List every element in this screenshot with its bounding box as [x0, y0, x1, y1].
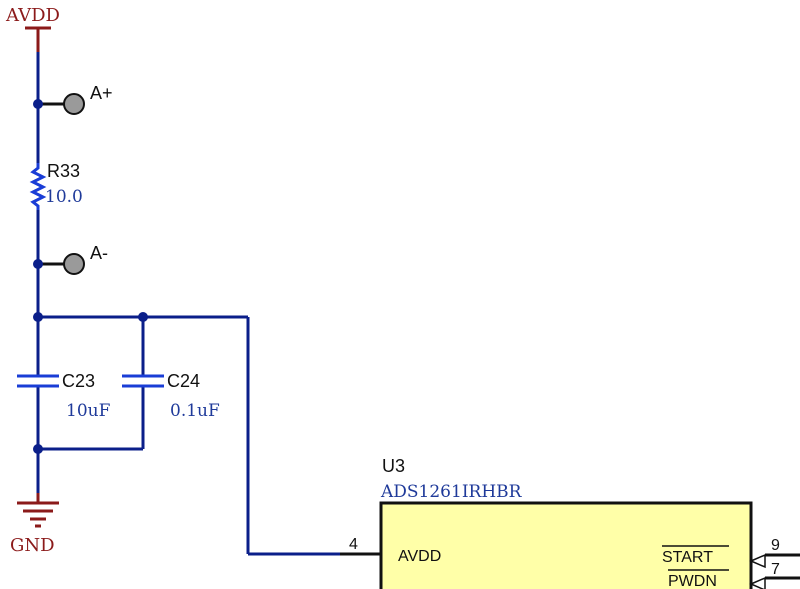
pin-number: 9: [771, 537, 780, 554]
resistor-r33[interactable]: R33 10.0: [29, 161, 83, 210]
chip-u3[interactable]: U3 ADS1261IRHBR 4 AVDD 9 START 7 PWDN: [340, 456, 800, 589]
capacitor-c23-ref: C23: [62, 371, 95, 391]
chip-ref: U3: [382, 456, 405, 476]
capacitor-c24-ref: C24: [167, 371, 200, 391]
input-arrow-icon: [749, 576, 766, 589]
ground-symbol: GND: [10, 493, 59, 556]
pin-name: AVDD: [398, 548, 441, 565]
testpoint-a-minus[interactable]: A-: [38, 243, 108, 275]
chip-pin-pwdn[interactable]: 7 PWDN: [668, 561, 800, 589]
input-arrow-icon: [749, 553, 766, 569]
pin-name: START: [662, 549, 713, 566]
gnd-label: GND: [10, 535, 55, 556]
pin-number: 4: [349, 536, 358, 553]
junction-dot: [33, 312, 43, 322]
junction-dots: [33, 99, 148, 454]
resistor-value: 10.0: [45, 187, 83, 207]
junction-dot: [33, 259, 43, 269]
avdd-power-symbol: AVDD: [5, 5, 60, 52]
avdd-label: AVDD: [5, 5, 60, 26]
main-net-wires: [36, 52, 340, 556]
capacitor-c23-value: 10uF: [66, 401, 111, 421]
testpoint-pad-icon: [63, 253, 85, 275]
chip-pin-start[interactable]: 9 START: [662, 537, 800, 569]
pin-number: 7: [771, 561, 780, 578]
testpoint-a-plus[interactable]: A+: [38, 83, 113, 115]
resistor-ref: R33: [47, 161, 80, 181]
junction-dot: [33, 444, 43, 454]
testpoint-pad-icon: [63, 93, 85, 115]
capacitor-c24[interactable]: C24 0.1uF: [122, 371, 220, 421]
chip-pin-avdd[interactable]: 4 AVDD: [340, 536, 441, 565]
junction-dot: [33, 99, 43, 109]
pin-name: PWDN: [668, 573, 717, 589]
testpoint-a-plus-label: A+: [90, 83, 113, 103]
capacitor-plates-icon: [122, 374, 164, 388]
capacitor-c24-value: 0.1uF: [170, 401, 220, 421]
testpoint-a-minus-label: A-: [90, 243, 108, 263]
junction-dot: [138, 312, 148, 322]
capacitor-plates-icon: [17, 374, 59, 388]
chip-part-number: ADS1261IRHBR: [380, 482, 523, 502]
resistor-zigzag-icon: [29, 163, 47, 210]
capacitor-c23[interactable]: C23 10uF: [17, 371, 111, 421]
